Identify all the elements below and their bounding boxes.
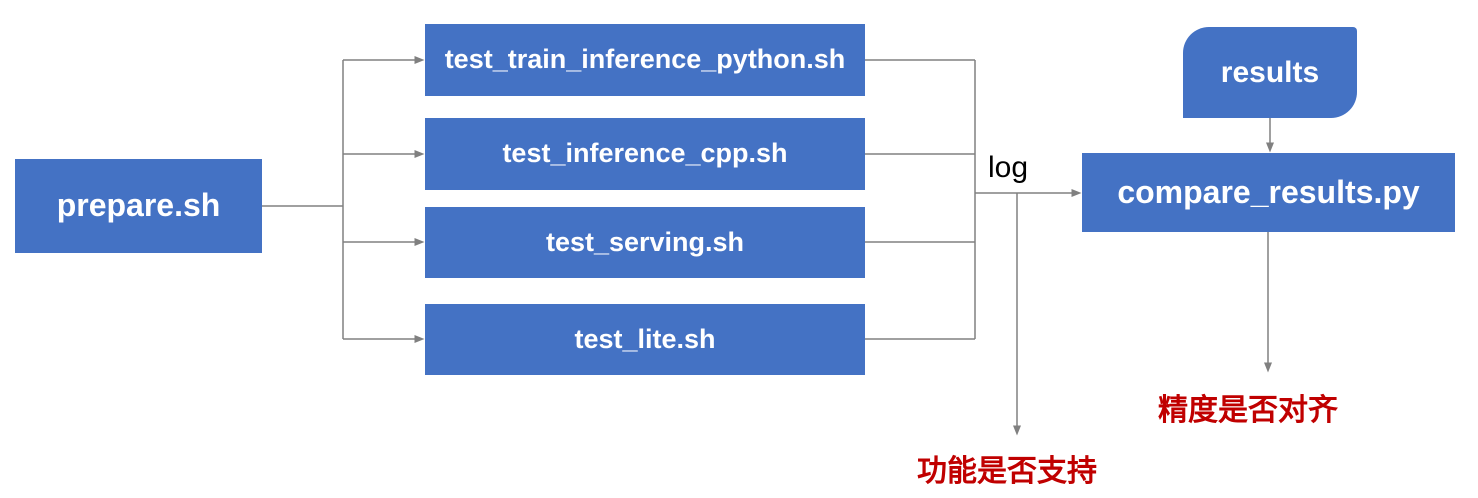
node-prepare-sh: prepare.sh: [15, 159, 262, 253]
node-compare-results-py-label: compare_results.py: [1117, 173, 1420, 210]
node-results: results: [1183, 27, 1357, 118]
node-results-label: results: [1220, 56, 1320, 89]
edge-label-log: log: [988, 151, 1029, 184]
node-prepare-sh-label: prepare.sh: [56, 187, 221, 224]
node-test-inference-cpp-label: test_inference_cpp.sh: [502, 138, 788, 169]
node-test-lite: test_lite.sh: [425, 304, 865, 375]
node-test-inference-cpp: test_inference_cpp.sh: [425, 118, 865, 190]
node-test-train-inference-python-label: test_train_inference_python.sh: [444, 44, 846, 75]
node-test-serving-label: test_serving.sh: [545, 226, 745, 257]
annotation-function-support: 功能是否支持: [917, 455, 1097, 488]
node-test-lite-label: test_lite.sh: [574, 323, 716, 354]
node-test-train-inference-python: test_train_inference_python.sh: [425, 24, 865, 96]
node-compare-results-py: compare_results.py: [1082, 153, 1455, 232]
annotation-precision-aligned: 精度是否对齐: [1158, 394, 1338, 427]
node-test-serving: test_serving.sh: [425, 207, 865, 278]
